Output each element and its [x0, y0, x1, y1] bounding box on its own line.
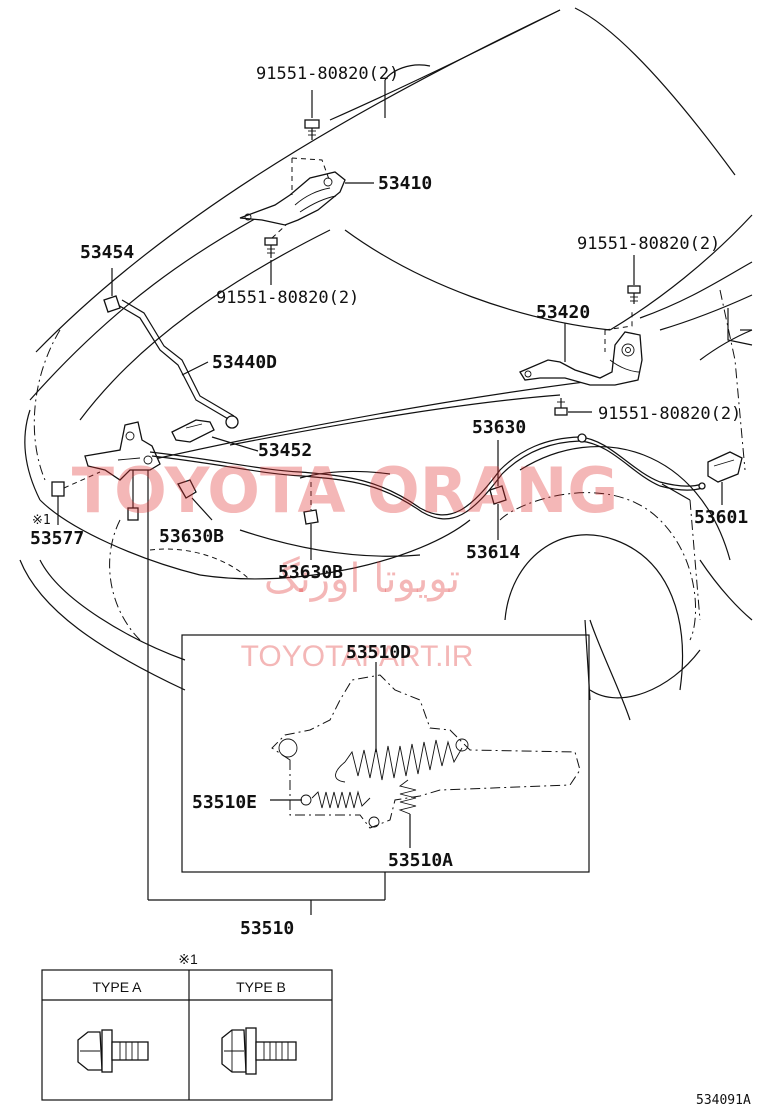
- release-cable: [149, 433, 706, 520]
- hood-latch: [84, 421, 161, 900]
- clamp-53630b-mid: [303, 482, 319, 560]
- bolt-91551-right-mid: [554, 398, 592, 416]
- bolt-type-legend: TYPE A TYPE B ※1: [41, 951, 333, 1101]
- hood-hinge-right: [519, 312, 643, 386]
- type-a-bolt-icon: [77, 1029, 149, 1073]
- release-lever: [707, 451, 743, 505]
- bolt-91551-top: [304, 90, 320, 140]
- leader-lines: [148, 182, 691, 915]
- watermark-brand-fa: تویوتا اورنگ: [264, 556, 460, 602]
- clip-53614: [489, 440, 507, 540]
- diagram-code: 534091A: [696, 1093, 751, 1108]
- label-53577: 53577: [30, 528, 84, 549]
- latch-detail-inset: [181, 634, 590, 873]
- label-53510e: 53510E: [192, 792, 257, 813]
- watermark-brand: TOYOTA ORANG: [72, 454, 618, 527]
- label-91551-mid: 91551-80820(2): [216, 288, 359, 308]
- watermark-site: TOYOTAPART.IR: [241, 640, 474, 673]
- hood-hinge-left: [239, 157, 346, 239]
- label-53577-mark: ※1: [32, 513, 51, 528]
- bolt-53577: [51, 471, 101, 525]
- legend-mark: ※1: [178, 951, 198, 967]
- label-53454: 53454: [80, 242, 134, 263]
- label-53452: 53452: [258, 440, 312, 461]
- label-53510a: 53510A: [388, 850, 453, 871]
- label-53440d: 53440D: [212, 352, 277, 373]
- legend-type-a-label: TYPE A: [92, 979, 142, 995]
- label-53630b-mid: 53630B: [278, 562, 343, 583]
- label-91551-top: 91551-80820(2): [256, 64, 399, 84]
- rod-holder: [171, 419, 259, 452]
- bolt-91551-right-top: [627, 255, 641, 304]
- bolt-91551-mid: [264, 237, 278, 285]
- clamp-53630b-left: [177, 479, 213, 521]
- type-b-bolt-icon: [221, 1027, 297, 1075]
- label-53630: 53630: [472, 417, 526, 438]
- label-53630b-left: 53630B: [159, 526, 224, 547]
- label-53420: 53420: [536, 302, 590, 323]
- label-53410: 53410: [378, 173, 432, 194]
- hood-support-rod: [103, 268, 239, 429]
- label-53601: 53601: [694, 507, 748, 528]
- label-91551-right-mid: 91551-80820(2): [598, 404, 741, 424]
- label-53614: 53614: [466, 542, 520, 563]
- label-91551-right-top: 91551-80820(2): [577, 234, 720, 254]
- legend-type-b-label: TYPE B: [236, 979, 286, 995]
- label-53510d: 53510D: [346, 642, 411, 663]
- car-body-outline: [19, 7, 753, 721]
- label-53510: 53510: [240, 918, 294, 939]
